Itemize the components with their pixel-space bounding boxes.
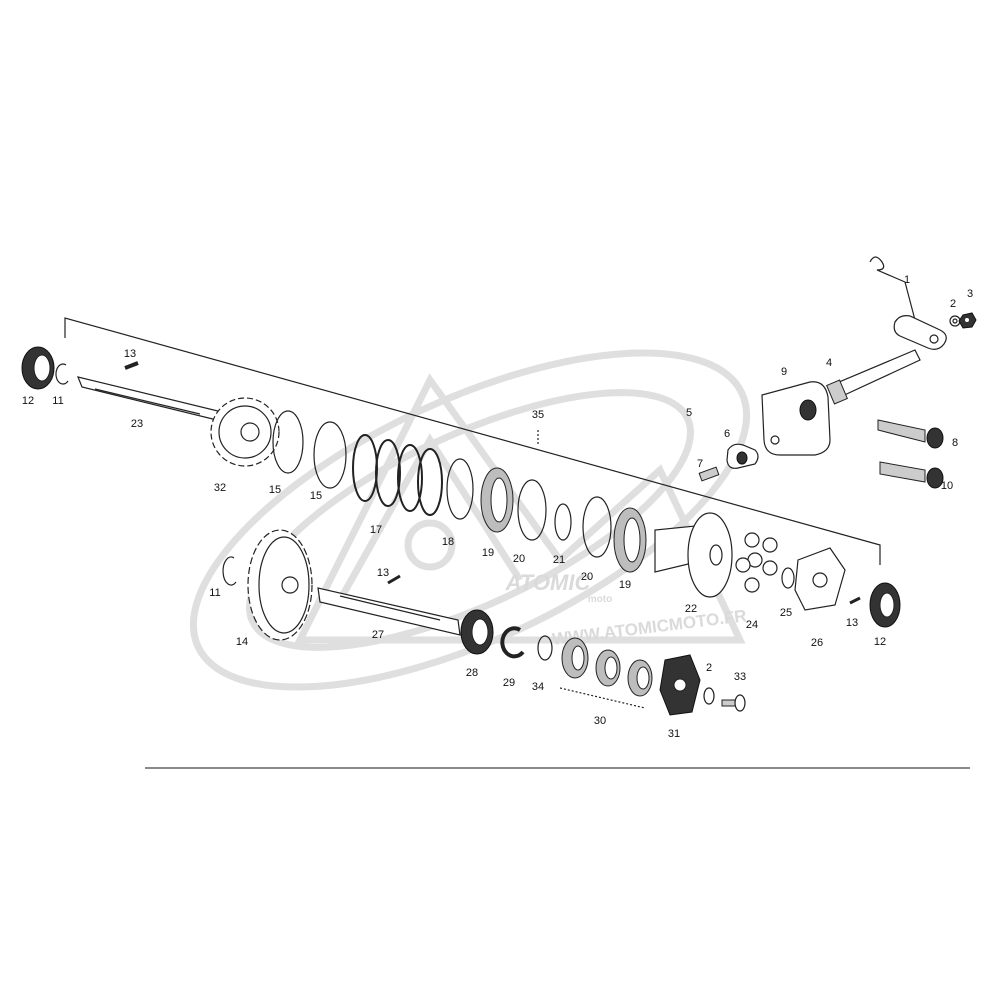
label-27: 27 <box>372 629 384 641</box>
screw-icon <box>721 694 746 712</box>
washer-icon <box>703 687 715 705</box>
label-15: 15 <box>269 484 281 496</box>
watermark-logo-sub: moto <box>588 594 612 605</box>
label-3: 3 <box>967 288 973 300</box>
label-35: 35 <box>532 409 544 421</box>
circlip-icon <box>222 556 237 586</box>
washer-icon <box>781 567 795 589</box>
washer-icon <box>272 410 304 474</box>
stopper-icon <box>726 443 759 469</box>
oil-seal-icon <box>21 346 55 390</box>
lever-shaft-icon <box>825 349 921 405</box>
part-labels: 1 2 3 4 5 6 7 8 9 10 11 11 12 12 13 13 1… <box>22 274 973 740</box>
label-2: 2 <box>706 662 712 674</box>
label-12: 12 <box>874 636 886 648</box>
lever-plate-icon <box>893 315 947 350</box>
label-19: 19 <box>482 547 494 559</box>
circlip-icon <box>500 626 525 659</box>
pin-icon <box>124 361 139 370</box>
label-9: 9 <box>781 366 787 378</box>
label-22: 22 <box>685 603 697 615</box>
label-23: 23 <box>131 418 143 430</box>
label-10: 10 <box>941 480 953 492</box>
label-11: 11 <box>52 395 63 407</box>
bracket-icon <box>761 381 831 456</box>
label-8: 8 <box>952 437 958 449</box>
label-26: 26 <box>811 637 823 649</box>
label-17: 17 <box>370 524 382 536</box>
washer-icon <box>537 635 553 661</box>
label-15: 15 <box>310 490 322 502</box>
bearing-icon <box>460 609 494 655</box>
label-5: 5 <box>686 407 692 419</box>
label-13: 13 <box>124 348 136 360</box>
label-28: 28 <box>466 667 478 679</box>
impeller-icon <box>659 654 701 716</box>
gear-icon <box>210 397 280 467</box>
label-19: 19 <box>619 579 631 591</box>
label-24: 24 <box>746 619 758 631</box>
ratchet-icon <box>654 512 733 598</box>
thrust-bearing-icon <box>613 507 647 573</box>
label-2: 2 <box>950 298 956 310</box>
seal-kit-icon <box>559 637 653 709</box>
label-31: 31 <box>668 728 680 740</box>
return-spring-icon <box>869 256 916 321</box>
thrust-bearing-icon <box>480 467 514 533</box>
label-6: 6 <box>724 428 730 440</box>
label-25: 25 <box>780 607 792 619</box>
label-33: 33 <box>734 671 746 683</box>
label-18: 18 <box>442 536 454 548</box>
pin-icon <box>387 574 401 585</box>
pin-icon <box>849 596 861 605</box>
bush-icon <box>554 503 572 541</box>
pin-icon <box>698 466 720 482</box>
label-20: 20 <box>513 553 525 565</box>
assembly-bracket <box>64 317 881 565</box>
label-13: 13 <box>846 617 858 629</box>
label-34: 34 <box>532 681 544 693</box>
label-13: 13 <box>377 567 389 579</box>
balls-icon <box>735 532 778 593</box>
label-4: 4 <box>826 357 832 369</box>
oil-seal-icon <box>869 582 901 628</box>
label-29: 29 <box>503 677 515 689</box>
label-32: 32 <box>214 482 226 494</box>
washer-icon <box>582 496 612 558</box>
circlip-icon <box>55 363 69 385</box>
bolt-icon <box>879 461 944 489</box>
gear-icon <box>247 529 313 641</box>
label-12: 12 <box>22 395 34 407</box>
washer-icon <box>313 421 347 489</box>
label-7: 7 <box>697 458 703 470</box>
kickstart-shaft-icon <box>77 376 226 423</box>
hub-icon <box>794 547 846 611</box>
bolt-icon <box>877 419 944 449</box>
watermark-logo-text: ATOMIC <box>505 570 592 595</box>
nut-icon <box>958 312 977 329</box>
spring-icon <box>352 434 443 516</box>
label-30: 30 <box>594 715 606 727</box>
label-14: 14 <box>236 636 248 648</box>
label-1: 1 <box>904 274 910 286</box>
washer-icon <box>517 479 547 541</box>
washer-icon <box>446 458 474 520</box>
pump-shaft-icon <box>317 587 461 636</box>
label-11: 11 <box>209 587 220 599</box>
label-21: 21 <box>553 554 565 566</box>
label-20: 20 <box>581 571 593 583</box>
